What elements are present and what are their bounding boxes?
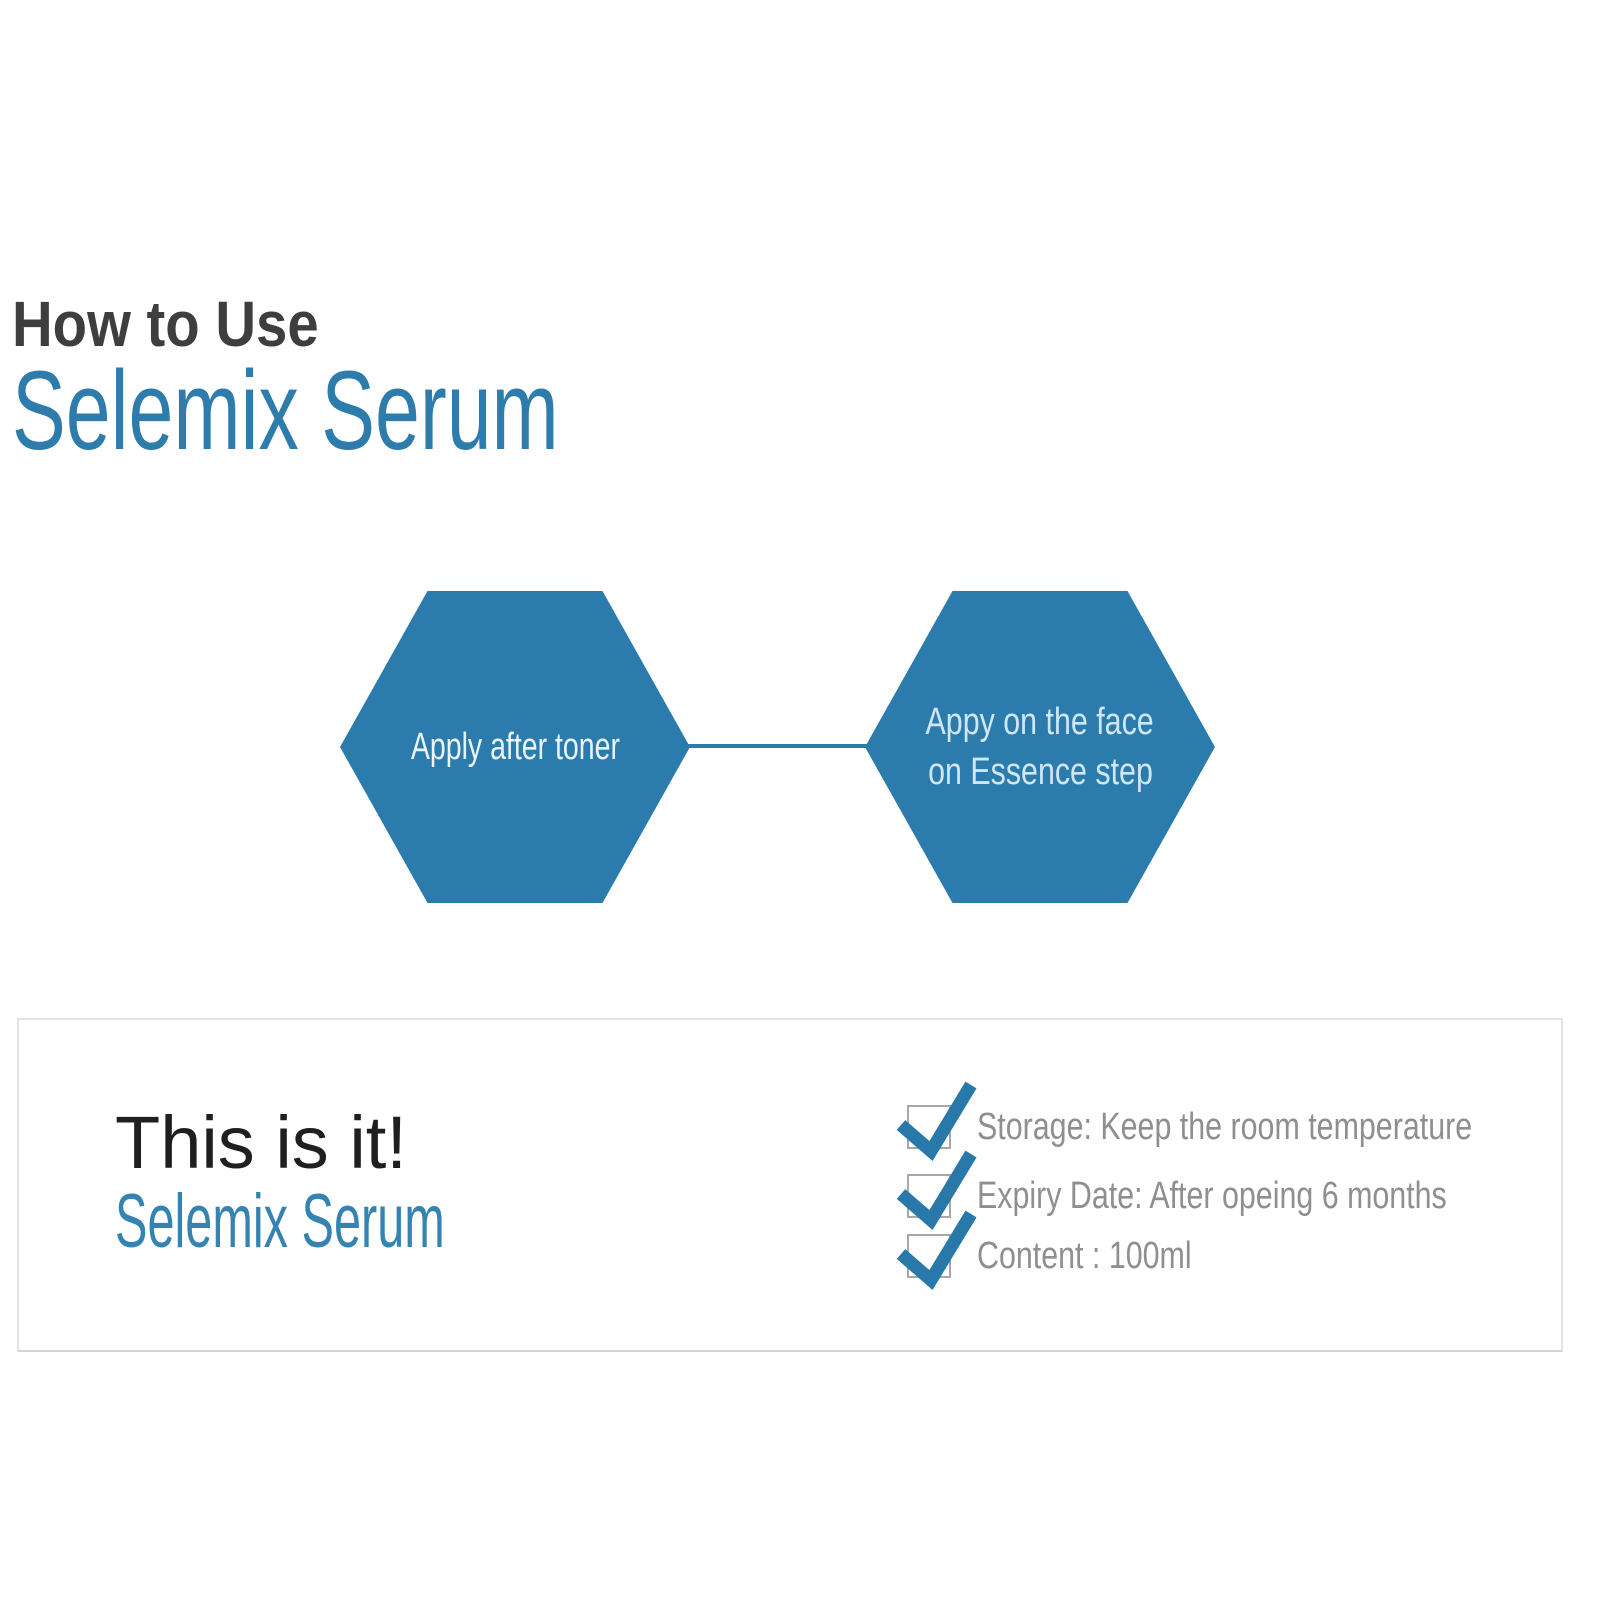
headline: This is it! [115,1106,407,1180]
check-bullet-icon [896,1210,977,1290]
checkmark-icon [896,1210,977,1290]
step-hexagon-2: Appy on the face on Essence step [865,591,1215,903]
page-eyebrow: How to Use [12,292,360,356]
page-eyebrow-text: How to Use [12,288,319,360]
step-1-line-1: Apply after toner [410,726,620,768]
page-title-text: Selemix Serum [12,348,559,473]
checklist-item-storage: Storage: Keep the room temperature [896,1081,1596,1161]
step-2-label: Appy on the face on Essence step [897,697,1182,797]
product-info-box: This is it! Selemix Serum Storage: Keep … [17,1018,1563,1352]
step-2-line-2: on Essence step [927,751,1153,793]
product-name-text: Selemix Serum [115,1179,445,1264]
checklist-item-content: Content : 100ml [896,1210,1245,1290]
checkmark-icon [896,1150,977,1230]
checklist-item-label: Content : 100ml [977,1235,1192,1277]
connector-line [688,744,868,748]
checklist-item-expiry: Expiry Date: After opeing 6 months [896,1150,1564,1230]
product-name: Selemix Serum [115,1184,630,1260]
step-1-label: Apply after toner [376,722,655,772]
headline-text: This is it! [115,1101,407,1184]
checklist-item-label: Expiry Date: After opeing 6 months [977,1175,1447,1217]
checklist-item-label: Storage: Keep the room temperature [977,1106,1473,1148]
step-2-line-1: Appy on the face [925,701,1155,743]
step-hexagon-1: Apply after toner [340,591,690,903]
page-title: Selemix Serum [12,355,771,467]
check-bullet-icon [896,1081,977,1161]
checkmark-icon [896,1081,977,1161]
check-bullet-icon [896,1150,977,1230]
